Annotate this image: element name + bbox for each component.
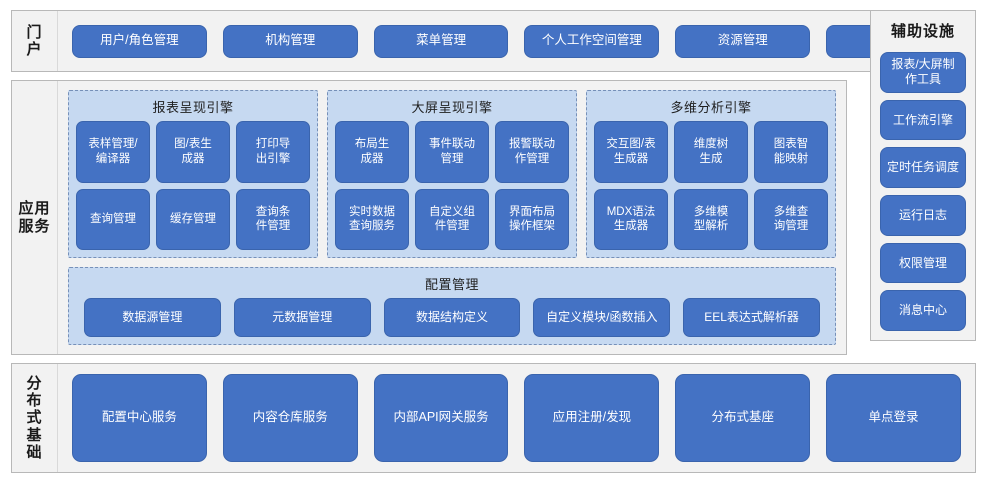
config-item-eel-expression-parser[interactable]: EEL表达式解析器 (683, 298, 820, 337)
config-item-datasource-management[interactable]: 数据源管理 (84, 298, 221, 337)
portal-item-menu-management[interactable]: 菜单管理 (373, 24, 509, 58)
report-rendering-engine-items: 表样管理/ 编译器 图/表生 成器 打印导 出引擎 查询管理 缓存管理 查询条 … (76, 121, 310, 250)
distributed-base-section-label: 分布式基础 (12, 364, 58, 472)
distributed-base-panel: 分布式基础 配置中心服务 内容仓库服务 内部API网关服务 应用注册/发现 分布… (11, 363, 976, 473)
application-services-panel: 应用服务 报表呈现引擎 表样管理/ 编译器 图/表生 成器 打印导 出引擎 查询… (11, 80, 847, 355)
portal-section-label: 门户 (12, 11, 58, 71)
portal-item-list: 用户/角色管理 机构管理 菜单管理 个人工作空间管理 资源管理 自助分析 (58, 11, 975, 71)
large-screen-rendering-engine-group: 大屏呈现引擎 布局生 成器 事件联动 管理 报警联动 作管理 实时数据 查询服务… (327, 90, 577, 258)
portal-item-org-management[interactable]: 机构管理 (222, 24, 358, 58)
config-item-metadata-management[interactable]: 元数据管理 (233, 298, 371, 337)
engine-item-custom-component-management[interactable]: 自定义组 件管理 (415, 188, 489, 250)
portal-item-personal-workspace-management[interactable]: 个人工作空间管理 (524, 24, 660, 58)
engines-row: 报表呈现引擎 表样管理/ 编译器 图/表生 成器 打印导 出引擎 查询管理 缓存… (68, 90, 836, 258)
multidimensional-analysis-engine-group: 多维分析引擎 交互图/表 生成器 维度树 生成 图表智 能映射 MDX语法 生成… (586, 90, 836, 258)
engine-item-multidimensional-model-parsing[interactable]: 多维模 型解析 (674, 188, 748, 250)
engine-item-dimension-tree-generation[interactable]: 维度树 生成 (674, 121, 748, 183)
report-rendering-engine-title: 报表呈现引擎 (152, 100, 234, 115)
engine-item-query-management[interactable]: 查询管理 (76, 188, 150, 250)
base-item-content-repository-service[interactable]: 内容仓库服务 (222, 374, 358, 462)
base-item-distributed-foundation[interactable]: 分布式基座 (675, 374, 811, 462)
base-item-internal-api-gateway-service[interactable]: 内部API网关服务 (373, 374, 509, 462)
report-rendering-engine-group: 报表呈现引擎 表样管理/ 编译器 图/表生 成器 打印导 出引擎 查询管理 缓存… (68, 90, 318, 258)
engine-item-multidimensional-query-management[interactable]: 多维查 询管理 (754, 188, 828, 250)
auxiliary-facilities-panel: 辅助设施 报表/大屏制 作工具 工作流引擎 定时任务调度 运行日志 权限管理 消… (869, 10, 976, 341)
configuration-management-group: 配置管理 数据源管理 元数据管理 数据结构定义 自定义模块/函数插入 EEL表达… (68, 267, 836, 345)
large-screen-rendering-engine-title: 大屏呈现引擎 (411, 100, 493, 115)
multidimensional-analysis-engine-title: 多维分析引擎 (670, 100, 752, 115)
aux-item-message-center[interactable]: 消息中心 (879, 290, 966, 332)
configuration-management-title: 配置管理 (424, 277, 479, 292)
distributed-base-item-list: 配置中心服务 内容仓库服务 内部API网关服务 应用注册/发现 分布式基座 单点… (58, 364, 975, 472)
engine-item-chart-smart-mapping[interactable]: 图表智 能映射 (754, 121, 828, 183)
multidimensional-analysis-engine-items: 交互图/表 生成器 维度树 生成 图表智 能映射 MDX语法 生成器 多维模 型… (594, 121, 828, 250)
engine-item-cache-management[interactable]: 缓存管理 (156, 188, 230, 250)
configuration-management-items: 数据源管理 元数据管理 数据结构定义 自定义模块/函数插入 EEL表达式解析器 (76, 298, 828, 337)
engine-item-template-management-compiler[interactable]: 表样管理/ 编译器 (76, 121, 150, 183)
middle-row: 应用服务 报表呈现引擎 表样管理/ 编译器 图/表生 成器 打印导 出引擎 查询… (11, 80, 976, 355)
base-item-config-center-service[interactable]: 配置中心服务 (72, 374, 207, 462)
portal-item-resource-management[interactable]: 资源管理 (675, 24, 811, 58)
application-services-body: 报表呈现引擎 表样管理/ 编译器 图/表生 成器 打印导 出引擎 查询管理 缓存… (58, 81, 846, 354)
engine-item-layout-generator[interactable]: 布局生 成器 (335, 121, 409, 183)
config-item-custom-module-function-insert[interactable]: 自定义模块/函数插入 (533, 298, 671, 337)
aux-item-runtime-log[interactable]: 运行日志 (879, 195, 966, 236)
portal-panel: 门户 用户/角色管理 机构管理 菜单管理 个人工作空间管理 资源管理 自助分析 (11, 10, 976, 72)
application-services-section-label: 应用服务 (12, 81, 58, 354)
top-row: 门户 用户/角色管理 机构管理 菜单管理 个人工作空间管理 资源管理 自助分析 … (11, 10, 976, 341)
engine-item-alarm-linkage-action-management[interactable]: 报警联动 作管理 (495, 121, 569, 183)
engine-item-chart-table-generator[interactable]: 图/表生 成器 (156, 121, 230, 183)
large-screen-rendering-engine-items: 布局生 成器 事件联动 管理 报警联动 作管理 实时数据 查询服务 自定义组 件… (335, 121, 569, 250)
application-services-section-label-text: 应用服务 (18, 200, 51, 235)
aux-item-permission-management[interactable]: 权限管理 (879, 242, 966, 284)
engine-item-ui-layout-operation-framework[interactable]: 界面布局 操作框架 (495, 188, 569, 250)
config-item-data-structure-definition[interactable]: 数据结构定义 (383, 298, 521, 337)
engine-item-interactive-chart-table-generator[interactable]: 交互图/表 生成器 (594, 121, 668, 183)
aux-item-scheduled-task-scheduler[interactable]: 定时任务调度 (879, 147, 966, 189)
portal-section-label-text: 门户 (26, 23, 43, 58)
engine-item-realtime-data-query-service[interactable]: 实时数据 查询服务 (335, 188, 409, 250)
engine-item-print-export-engine[interactable]: 打印导 出引擎 (236, 121, 310, 183)
engine-item-query-condition-management[interactable]: 查询条 件管理 (236, 188, 310, 250)
auxiliary-facilities-title: 辅助设施 (890, 23, 955, 40)
aux-item-workflow-engine[interactable]: 工作流引擎 (879, 99, 966, 141)
portal-item-user-role-management[interactable]: 用户/角色管理 (72, 24, 207, 58)
engine-item-event-linkage-management[interactable]: 事件联动 管理 (415, 121, 489, 183)
engine-item-mdx-syntax-generator[interactable]: MDX语法 生成器 (594, 188, 668, 250)
aux-item-report-screen-authoring-tool[interactable]: 报表/大屏制 作工具 (879, 52, 966, 93)
base-item-app-registration-discovery[interactable]: 应用注册/发现 (524, 374, 660, 462)
base-item-single-sign-on[interactable]: 单点登录 (826, 374, 961, 462)
distributed-base-section-label-text: 分布式基础 (26, 374, 43, 461)
